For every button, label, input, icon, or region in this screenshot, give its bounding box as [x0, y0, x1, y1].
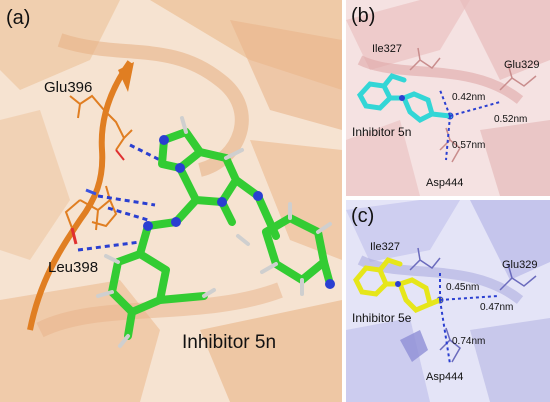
hydrogen-bonds — [77, 143, 161, 252]
distance-label-b-2: 0.52nm — [494, 114, 527, 125]
protein-backbone — [27, 60, 133, 331]
residue-label-ile327-c: Ile327 — [370, 241, 400, 253]
distance-label-c-2: 0.47nm — [480, 302, 513, 313]
residue-label-glu329-b: Glu329 — [504, 59, 539, 71]
residue-label-glu329-c: Glu329 — [502, 259, 537, 271]
distance-lines-b — [439, 89, 501, 161]
distance-label-c-3: 0.74nm — [452, 336, 485, 347]
distance-label-c-1: 0.45nm — [446, 282, 479, 293]
panel-b: (b) Ile327 Glu329 Asp444 Inhibitor 5n 0.… — [346, 0, 550, 196]
panel-b-label: (b) — [351, 5, 375, 27]
panel-c-label: (c) — [351, 205, 374, 227]
inhibitor-5e-model-c — [353, 257, 444, 313]
panel-c: (c) Ile327 Glu329 Asp444 Inhibitor 5e 0.… — [346, 200, 550, 402]
panel-a: (a) Glu396 Leu398 Inhibitor 5n — [0, 0, 342, 402]
residue-label-asp444-c: Asp444 — [426, 371, 463, 383]
distance-lines-c — [439, 272, 499, 365]
residue-label-leu398: Leu398 — [48, 259, 98, 276]
distance-label-b-1: 0.42nm — [452, 92, 485, 103]
residue-label-glu396: Glu396 — [44, 79, 92, 96]
residue-label-ile327-b: Ile327 — [372, 43, 402, 55]
inhibitor-label-b: Inhibitor 5n — [352, 125, 411, 139]
residue-label-asp444-b: Asp444 — [426, 177, 463, 189]
inhibitor-label-a: Inhibitor 5n — [182, 332, 276, 353]
inhibitor-5n-model-b — [356, 73, 454, 123]
panel-a-label: (a) — [6, 7, 30, 29]
inhibitor-label-c: Inhibitor 5e — [352, 311, 412, 325]
distance-label-b-3: 0.57nm — [452, 140, 485, 151]
inhibitor-5n-model-a — [96, 116, 335, 348]
